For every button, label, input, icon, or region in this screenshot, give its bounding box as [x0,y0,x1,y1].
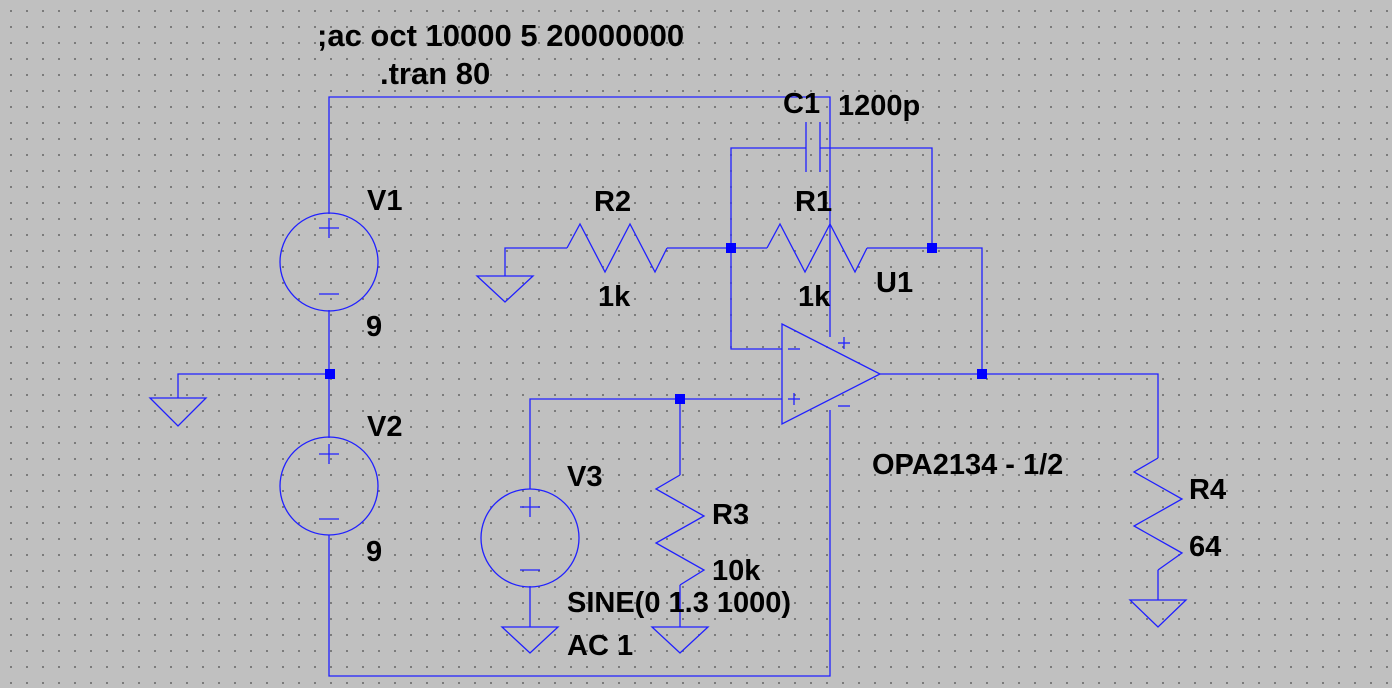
c1-name-label: C1 [783,88,820,120]
v2-name-label: V2 [367,411,402,443]
ground-icon[interactable] [650,626,710,654]
r2-name-label: R2 [594,186,631,218]
wire-noninverting-input [529,398,782,489]
wire-positive-supply [328,96,831,337]
resistor-r1-icon[interactable] [766,222,868,274]
junction-node [726,243,736,253]
u1-name-label: U1 [876,267,913,299]
ground-icon[interactable] [148,397,208,427]
voltage-source-icon [279,212,379,312]
wire-c1-right [820,147,933,248]
v3-value-label: SINE(0 1.3 1000) [567,587,791,619]
capacitor-c1-icon[interactable] [805,122,821,172]
junctions [325,243,987,404]
resistor-r4-icon[interactable] [1132,457,1184,571]
wire-negative-supply [328,410,831,677]
voltage-source-v1[interactable] [279,212,379,312]
voltage-source-v3[interactable] [480,488,580,588]
ground-icon[interactable] [475,275,535,303]
wire-midpoint-ground [177,373,329,398]
r4-name-label: R4 [1189,474,1226,506]
v3-name-label: V3 [567,461,602,493]
junction-node [325,369,335,379]
v1-value-label: 9 [366,311,382,343]
voltage-source-icon [279,436,379,536]
r3-name-label: R3 [712,499,749,531]
wire-r2-ground [504,247,567,276]
wire-c1-left [730,147,806,248]
ground-symbols [148,275,1188,654]
wire-inverting-input [730,248,782,350]
r2-value-label: 1k [598,281,631,313]
c1-value-label: 1200p [838,90,920,122]
labels: ;ac oct 10000 5 20000000 .tran 80 C1 120… [317,18,1226,662]
v1-name-label: V1 [367,185,402,217]
junction-node [675,394,685,404]
junction-node [977,369,987,379]
ground-icon[interactable] [500,626,560,654]
voltage-source-v2[interactable] [279,436,379,536]
ac-directive[interactable]: ;ac oct 10000 5 20000000 [317,18,684,53]
junction-node [927,243,937,253]
tran-directive[interactable]: .tran 80 [380,56,490,91]
u1-model-label: OPA2134 - 1/2 [872,449,1063,481]
wire-output-r4 [880,373,1159,458]
v3-ac-label: AC 1 [567,630,633,662]
ground-icon[interactable] [1128,599,1188,628]
wire-feedback-output [932,247,983,374]
resistor-r2-icon[interactable] [566,222,668,274]
r3-value-label: 10k [712,555,761,587]
v2-value-label: 9 [366,536,382,568]
wires [177,96,1159,677]
resistor-r3-icon[interactable] [654,474,706,586]
r1-value-label: 1k [798,281,831,313]
opamp-u1-icon[interactable] [781,322,882,426]
r1-name-label: R1 [795,186,832,218]
voltage-source-icon [480,488,580,588]
r4-value-label: 64 [1189,531,1221,563]
